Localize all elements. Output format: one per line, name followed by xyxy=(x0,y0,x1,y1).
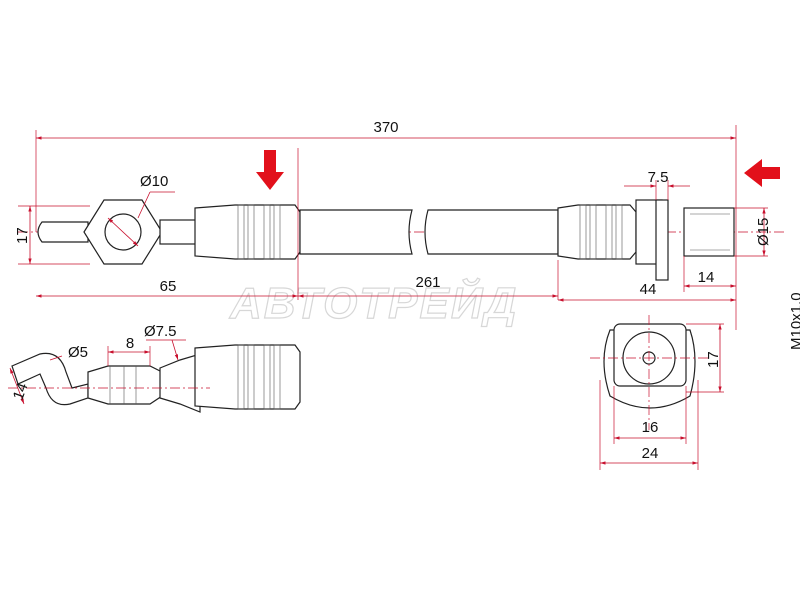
left-crimp-fitting xyxy=(194,204,301,260)
eye-tube xyxy=(159,219,201,245)
tube-nut xyxy=(683,207,735,257)
dim-eye-height: 17 xyxy=(14,227,31,244)
pipe-connector xyxy=(159,353,201,413)
watermark: АВТОТРЕЙД xyxy=(229,277,518,328)
dim-end-fitting: 44 xyxy=(640,281,657,298)
dim-pipe-flare: 8 xyxy=(126,335,134,352)
dim-nut-diameter: Ø15 xyxy=(755,218,772,246)
dim-clip-width: 7.5 xyxy=(648,169,669,186)
dim-pipe-outer: Ø7.5 xyxy=(144,323,177,340)
side-crimp-fitting xyxy=(194,344,301,410)
mount-arrow-down-icon xyxy=(256,150,284,190)
hose-body-left xyxy=(299,209,413,255)
dim-overall-length: 370 xyxy=(373,119,398,136)
retaining-clip xyxy=(655,199,669,281)
pipe-flare-nut xyxy=(87,365,163,405)
dim-hose-length: 261 xyxy=(415,274,440,291)
right-crimp-fitting xyxy=(557,204,637,260)
dim-end-view-inner: 16 xyxy=(642,419,659,436)
dim-thread: M10x1.0 xyxy=(788,292,800,350)
mount-arrow-left-icon xyxy=(744,159,780,187)
dim-nut-length: 14 xyxy=(698,269,715,286)
dim-end-view-height: 17 xyxy=(705,351,722,368)
dim-pipe-bend: 14 xyxy=(10,381,32,402)
dim-eye-to-hose: 65 xyxy=(160,278,177,295)
dim-eye-diameter: Ø10 xyxy=(140,173,168,190)
dim-pipe-diameter: Ø5 xyxy=(68,344,88,361)
hose-body-right xyxy=(424,209,559,255)
dim-end-view-outer: 24 xyxy=(642,445,659,462)
banjo-tab xyxy=(37,221,89,243)
